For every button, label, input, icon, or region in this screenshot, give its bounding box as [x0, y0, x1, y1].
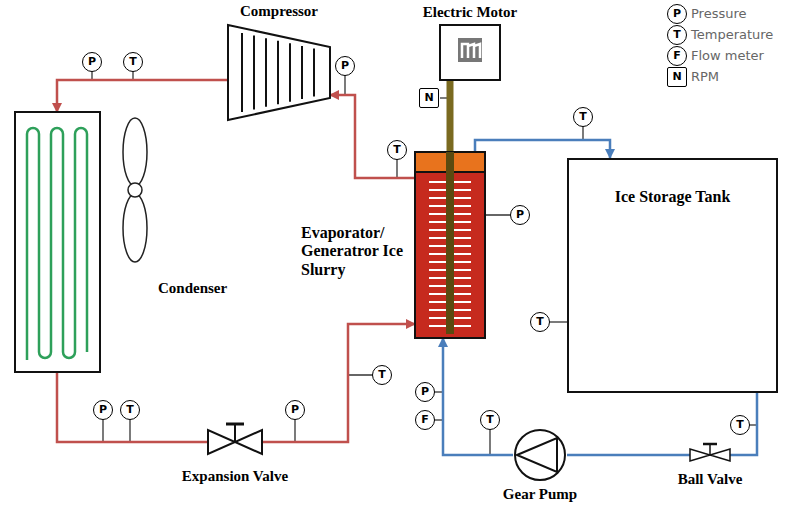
condenser-fan	[123, 118, 147, 262]
rpm-sensor-symbol: N	[667, 67, 687, 87]
expansion-valve-outline	[208, 422, 262, 462]
sensor-symbol: T	[730, 415, 750, 435]
component-label: Evaporator/ Generatror Ice Slurry	[301, 224, 409, 279]
sensor-symbol: T	[667, 25, 687, 45]
gear-pump: Gear Pump	[513, 428, 567, 482]
sensor-symbol: P	[82, 52, 102, 72]
refrigerant-pipe	[57, 80, 228, 112]
legend-text: RPM	[691, 68, 719, 86]
compressor-outline	[228, 25, 330, 120]
ice-storage-tank: Ice Storage Tank	[567, 158, 778, 393]
sensor-symbol: T	[372, 365, 392, 385]
ball-valve: Ball Valve	[690, 444, 730, 466]
sensor-symbol: T	[480, 410, 500, 430]
water-pipe	[443, 338, 513, 455]
sensor-symbol: T	[123, 52, 143, 72]
condenser: Condenser	[15, 112, 100, 372]
component-label: Electric Motor	[423, 4, 518, 21]
electric-motor-outline	[440, 25, 500, 80]
sensor-symbol: F	[415, 410, 435, 430]
sensor-symbol: T	[120, 400, 140, 420]
ice-slurry-generator: Evaporator/ Generatror Ice Slurry	[415, 152, 485, 338]
sensor-symbol: P	[510, 205, 530, 225]
condenser-outline	[15, 112, 100, 372]
sensor-symbol: P	[415, 382, 435, 402]
sensor-symbol: P	[93, 400, 113, 420]
refrigerant-pipe	[262, 324, 415, 442]
ice-slurry-generator-outline	[415, 152, 485, 338]
sensor-symbol: P	[667, 4, 687, 24]
refrigerant-pipe	[330, 95, 415, 178]
legend-text: Temperature	[691, 26, 773, 44]
gear-pump-outline	[513, 428, 567, 482]
component-label: Ice Storage Tank	[615, 188, 731, 206]
sensor-symbol: F	[667, 46, 687, 66]
sensor-symbol: T	[530, 312, 550, 332]
water-pipe	[475, 140, 610, 158]
electric-motor: Electric Motor	[440, 25, 500, 80]
rpm-sensor-symbol: N	[419, 88, 439, 108]
legend-text: Flow meter	[691, 47, 764, 65]
sensor-symbol: P	[285, 400, 305, 420]
legend-text: Pressure	[691, 5, 747, 23]
water-pipe	[567, 454, 690, 457]
component-label: Gear Pump	[503, 486, 577, 503]
component-label: Expansion Valve	[182, 468, 288, 485]
sensor-symbol: T	[573, 107, 593, 127]
component-label: Ball Valve	[678, 471, 743, 488]
sensor-symbol: T	[387, 140, 407, 160]
ball-valve-outline	[690, 444, 730, 466]
compressor: Compressor	[228, 25, 330, 120]
expansion-valve: Expansion Valve	[208, 422, 262, 462]
component-label: Condenser	[158, 280, 227, 297]
sensor-symbol: P	[335, 56, 355, 76]
refrigerant-pipe	[57, 372, 208, 442]
water-pipe	[730, 393, 757, 455]
component-label: Compressor	[240, 3, 318, 20]
motor-shaft	[447, 80, 454, 152]
